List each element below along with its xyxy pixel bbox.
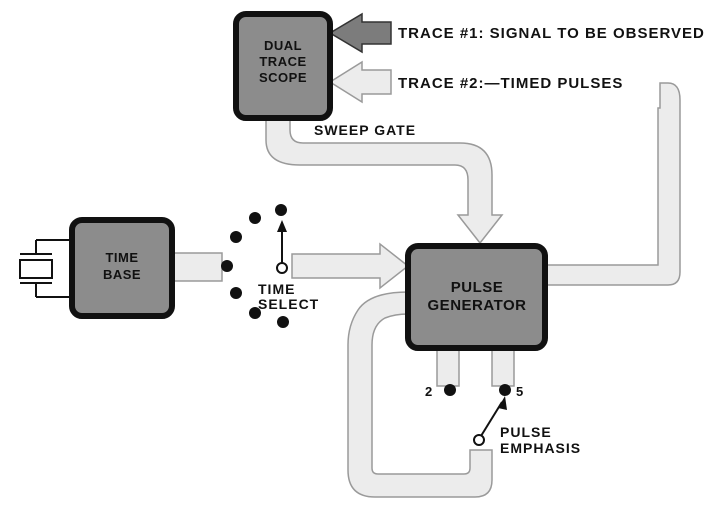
crystal-oscillator-icon [19,239,72,298]
time-base-block: TIME BASE [69,217,175,319]
pulse-generator-label-line1: PULSE [451,279,504,296]
trace2-input-arrow [328,60,392,104]
dual-trace-scope-block: DUAL TRACE SCOPE [233,11,333,121]
pulse-generator-block: PULSE GENERATOR [405,243,548,351]
pulse-generator-label-line2: GENERATOR [428,297,527,314]
time-base-output-stub [171,252,223,282]
scope-label-line3: SCOPE [259,70,307,85]
time-select-label-line2: SELECT [258,296,319,312]
time-select-arrow [291,242,410,290]
tap-5-stub [491,347,515,387]
sweep-gate-label: SWEEP GATE [314,122,416,138]
switch-lever-icon [444,384,511,446]
scope-label-line2: TRACE [259,54,306,69]
timed-pulses-path [544,82,681,286]
feedback-loop-path [347,291,493,498]
sweep-gate-path [265,117,504,245]
trace1-label: TRACE #1: SIGNAL TO BE OBSERVED [398,25,705,42]
trace1-input-arrow [328,12,392,54]
signal-paths [171,12,681,498]
pulse-emphasis-label-line2: EMPHASIS [500,440,581,456]
scope-label-line1: DUAL [264,38,302,53]
time-base-label-line2: BASE [103,267,141,282]
time-base-label-line1: TIME [105,250,138,265]
pulse-emphasis-label-line1: PULSE [500,424,552,440]
tap-2-label: 2 [425,384,433,399]
time-select-label-line1: TIME [258,281,295,297]
trace2-label: TRACE #2:—TIMED PULSES [398,75,623,92]
tap-5-label: 5 [516,384,524,399]
rotary-switch-icon [221,204,289,328]
tap-2-stub [436,347,460,387]
